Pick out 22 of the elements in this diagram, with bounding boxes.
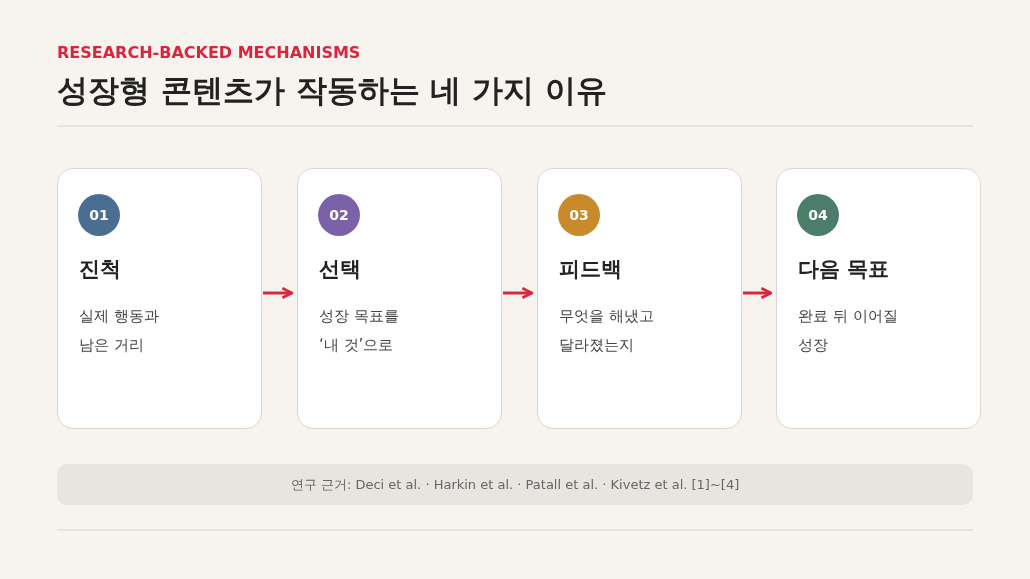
sources-band: 연구 근거: Deci et al. · Harkin et al. · Patall et al. · Kivetz et al. [1]~[4] xyxy=(57,464,973,505)
step-heading: 진척 xyxy=(79,256,121,283)
title: 성장형 콘텐츠가 작동하는 네 가지 이유 xyxy=(57,71,607,110)
number-badge: 03 xyxy=(558,194,600,236)
step-heading: 다음 목표 xyxy=(798,256,890,283)
arrow xyxy=(503,286,534,300)
step-description: 성장 목표를 ‘내 것’으로 xyxy=(319,306,400,356)
step-card xyxy=(537,168,742,429)
number-badge: 01 xyxy=(78,194,120,236)
step-card xyxy=(776,168,981,429)
number-badge: 02 xyxy=(318,194,360,236)
step-description: 완료 뒤 이어질 성장 xyxy=(798,306,899,356)
arrow xyxy=(743,286,773,300)
step-card xyxy=(57,168,262,429)
step-heading: 피드백 xyxy=(559,256,622,283)
number-badge: 04 xyxy=(797,194,839,236)
arrow xyxy=(263,286,294,300)
step-description: 실제 행동과 남은 거리 xyxy=(79,306,160,356)
step-card xyxy=(297,168,502,429)
step-description: 무엇을 해냈고 달라졌는지 xyxy=(559,306,655,356)
step-heading: 선택 xyxy=(319,256,361,283)
kicker-text: RESEARCH-BACKED MECHANISMS xyxy=(57,43,361,62)
